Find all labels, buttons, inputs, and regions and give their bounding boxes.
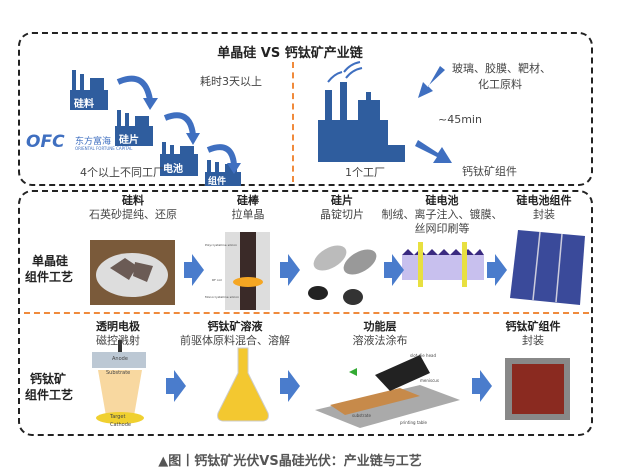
- step-title: 钙钛矿溶液: [207, 320, 263, 333]
- step-title: 硅电池: [425, 194, 459, 207]
- flask-image: [217, 347, 269, 422]
- curved-arrows: [116, 75, 237, 166]
- duration-label: ~45min: [438, 113, 482, 126]
- divider: [292, 62, 294, 182]
- silicon-material-image: [90, 240, 175, 305]
- sputter-label: Anode: [112, 356, 128, 362]
- diagram-label: RF coil: [212, 278, 222, 282]
- slot-die-image: [315, 355, 460, 428]
- sputter-label: Target: [110, 414, 126, 420]
- factory-label: 硅片: [119, 135, 139, 146]
- factory-label: 硅料: [74, 99, 94, 110]
- ofc-logo-mark: OFC: [26, 132, 65, 152]
- cell-image: [402, 242, 484, 287]
- arrow-icons: [415, 66, 452, 163]
- duration-label: 耗时3天以上: [200, 75, 262, 88]
- diagram-label: Polycrystalline silicon: [205, 243, 238, 247]
- step-desc: 封装: [522, 334, 544, 347]
- step-desc: 磁控溅射: [96, 334, 140, 347]
- step-desc: 拉单晶: [231, 208, 265, 221]
- factory-label: 电池: [163, 164, 183, 175]
- step-title: 硅料: [122, 194, 144, 207]
- step-desc: 制绒、离子注入、镀膜、: [381, 208, 503, 221]
- silicon-ingot-image: [225, 232, 270, 310]
- step-title: 硅电池组件: [516, 194, 572, 207]
- step-desc: 石英砂提纯、还原: [89, 208, 177, 221]
- factory-icon: [70, 70, 108, 110]
- inputs-label: 玻璃、胶膜、靶材、: [452, 62, 551, 75]
- coating-label: slot-die head: [410, 353, 437, 358]
- step-desc: 封装: [533, 208, 555, 221]
- right-summary: 1个工厂: [345, 166, 385, 179]
- step-desc: 前驱体原料混合、溶解: [180, 334, 290, 347]
- coating-label: substrate: [352, 413, 371, 418]
- step-desc: 丝网印刷等: [414, 222, 470, 235]
- perovskite-module-image: [505, 358, 570, 420]
- ofc-logo-cn: 东方富海: [75, 137, 112, 147]
- sputter-label: Substrate: [106, 370, 131, 376]
- output-label: 钙钛矿组件: [462, 165, 517, 178]
- factory-icon: [115, 110, 153, 146]
- step-desc: 溶液法涂布: [352, 334, 408, 347]
- left-summary: 4个以上不同工厂: [80, 166, 164, 179]
- industry-chain-box: [18, 32, 593, 186]
- inputs-label: 化工原料: [478, 78, 522, 91]
- divider: [24, 312, 589, 314]
- process-box: [18, 190, 593, 436]
- row-label: 组件工艺: [25, 270, 74, 284]
- factory-icon: [160, 142, 198, 176]
- sputtering-image: [92, 340, 146, 424]
- coating-label: printing table: [400, 420, 427, 425]
- step-title: 硅片: [331, 194, 353, 207]
- wafer-image: [308, 245, 377, 305]
- factory-label: 组件: [208, 177, 227, 187]
- big-factory-icon: [318, 82, 405, 162]
- step-title: 钙钛矿组件: [505, 320, 561, 333]
- step-title: 透明电极: [96, 320, 140, 333]
- chain-title: 单晶硅 VS 钙钛矿产业链: [217, 46, 363, 61]
- ofc-logo-en: ORIENTAL FORTUNE CAPITAL: [75, 146, 133, 151]
- step-title: 硅棒: [237, 194, 259, 207]
- step-title: 功能层: [363, 320, 397, 333]
- diagram-label: Monocrystalline silicon: [205, 295, 240, 299]
- step-desc: 晶锭切片: [320, 208, 364, 221]
- row-label: 单晶硅: [32, 254, 69, 268]
- solar-module-image: [510, 230, 585, 305]
- row-label: 组件工艺: [25, 388, 74, 402]
- flow-arrows: [166, 254, 507, 402]
- row-label: 钙钛矿: [30, 372, 67, 386]
- factory-chain-graphic: [70, 61, 452, 186]
- sputter-label: Cathode: [110, 422, 131, 428]
- coating-label: meniscus: [420, 378, 439, 383]
